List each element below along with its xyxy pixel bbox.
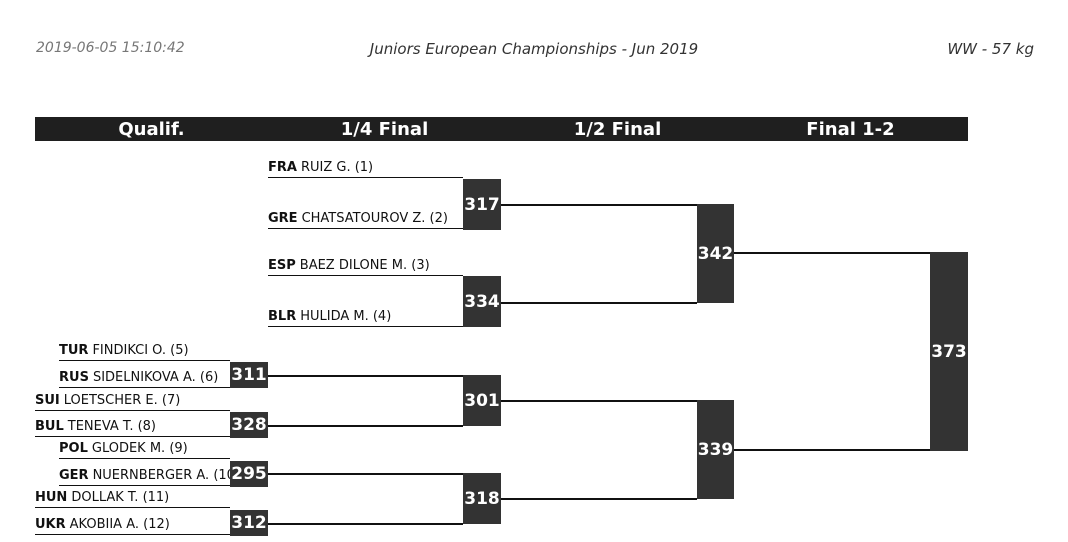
round-header-bar	[35, 117, 968, 141]
bout-number: 318	[463, 473, 501, 524]
bracket-line	[268, 375, 463, 377]
bout-number: 339	[697, 400, 734, 499]
round-quarterfinal: 1/4 Final	[340, 119, 429, 140]
bracket-line	[501, 302, 697, 304]
event-title: Juniors European Championships - Jun 201…	[369, 40, 699, 58]
bout-number: 311	[230, 362, 268, 388]
bout-number: 312	[230, 510, 268, 536]
bout-number: 317	[463, 179, 501, 230]
bracket-line	[268, 425, 463, 427]
print-timestamp: 2019-06-05 15:10:42	[36, 40, 185, 56]
bout-number: 334	[463, 276, 501, 327]
weight-category: WW - 57 kg	[947, 40, 1034, 58]
bout-number: 295	[230, 461, 268, 487]
round-qualif: Qualif.	[118, 119, 185, 140]
bracket-line	[734, 449, 930, 451]
round-semifinal: 1/2 Final	[573, 119, 662, 140]
round-final: Final 1-2	[806, 119, 895, 140]
bout-number: 301	[463, 375, 501, 426]
bracket-line	[268, 473, 463, 475]
bracket-line	[501, 400, 697, 402]
bracket-line	[501, 498, 697, 500]
bout-number: 328	[230, 412, 268, 438]
bracket-line	[734, 252, 930, 254]
bracket-line	[501, 204, 697, 206]
bout-number: 342	[697, 204, 734, 303]
bout-number: 373	[930, 252, 968, 451]
bracket-line	[268, 523, 463, 525]
